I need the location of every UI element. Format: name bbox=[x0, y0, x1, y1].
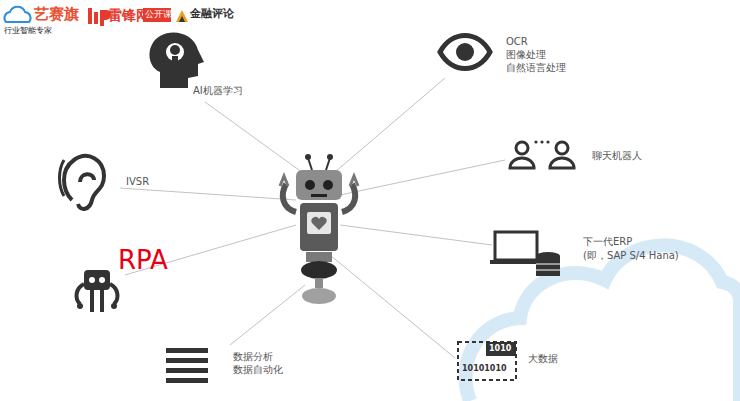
rpa-label: RPA bbox=[118, 246, 168, 276]
computer-icon bbox=[490, 232, 560, 276]
logo-text: 金融评论 bbox=[190, 8, 234, 21]
item-label: AI机器学习 bbox=[193, 85, 243, 97]
logo-slogan: 行业智能专家 bbox=[4, 26, 52, 35]
logo-text: 雷锋网 bbox=[108, 7, 150, 23]
item-label: 图像处理 bbox=[506, 49, 546, 61]
logo-icons bbox=[4, 7, 188, 26]
item-label: (即，SAP S/4 Hana) bbox=[583, 250, 679, 262]
item-label: 下一代ERP bbox=[583, 236, 632, 248]
data-box-icon bbox=[458, 342, 516, 380]
head-icon bbox=[150, 32, 205, 88]
item-label: 数据自动化 bbox=[233, 364, 283, 376]
eye-icon bbox=[440, 36, 490, 69]
cloud-outline bbox=[466, 245, 740, 401]
logo-text: 艺赛旗 bbox=[34, 6, 79, 23]
leader-lines bbox=[120, 78, 505, 358]
item-label: IVSR bbox=[126, 176, 149, 188]
data-digits: 10101010 bbox=[462, 364, 507, 373]
item-label: 自然语言处理 bbox=[506, 62, 566, 74]
logo-tag: 公开课 bbox=[145, 9, 172, 19]
item-label: OCR bbox=[506, 36, 528, 48]
ear-icon bbox=[60, 156, 105, 209]
robot bbox=[280, 154, 358, 304]
list-icon bbox=[166, 348, 208, 383]
rpa-icon bbox=[77, 270, 118, 312]
data-digits: 1010 bbox=[489, 344, 511, 353]
chat-icon bbox=[510, 140, 574, 168]
item-label: 大数据 bbox=[528, 353, 558, 365]
item-label: 聊天机器人 bbox=[592, 150, 642, 162]
item-label: 数据分析 bbox=[233, 351, 273, 363]
